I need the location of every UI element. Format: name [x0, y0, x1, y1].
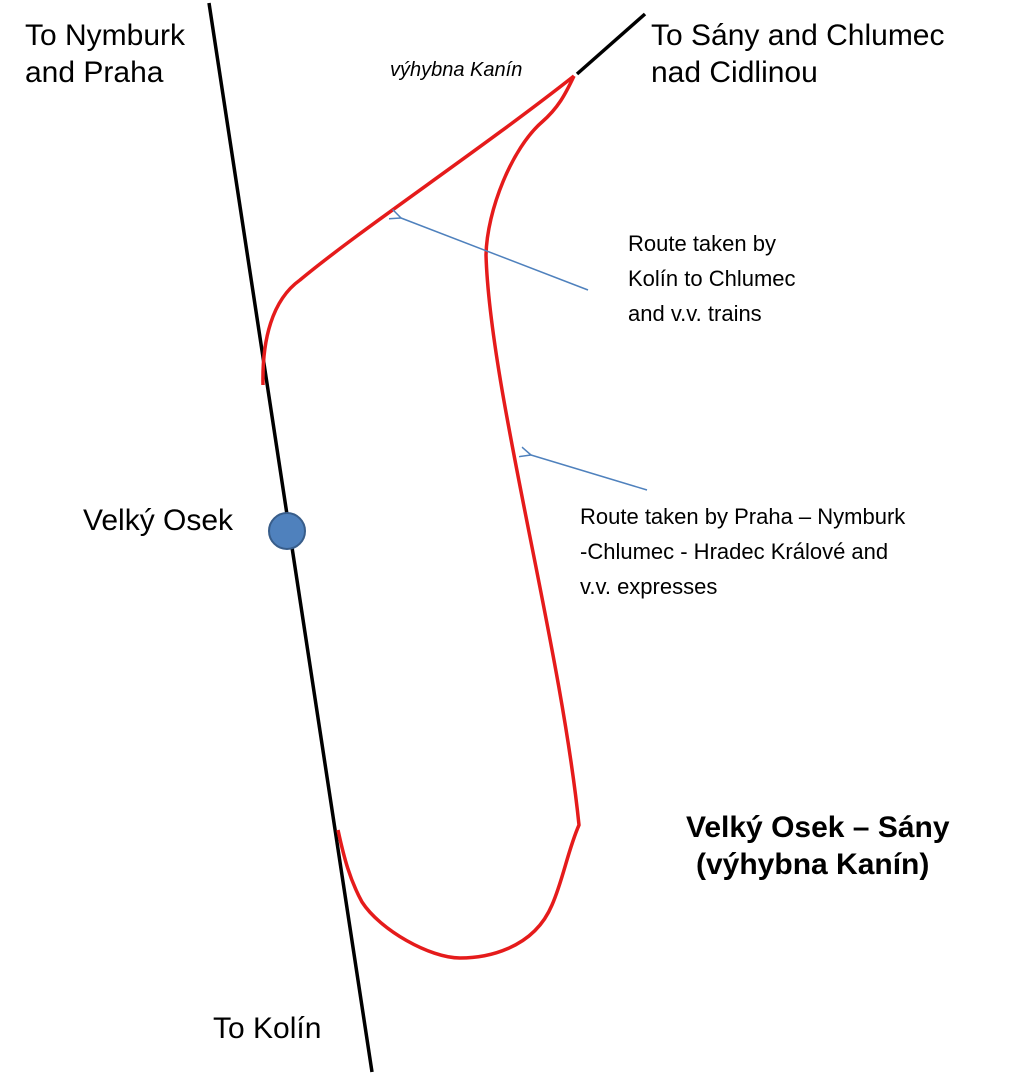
annotation-kolin-route-line3: and v.v. trains [628, 300, 762, 326]
arrow-praha-route [531, 455, 648, 491]
label-to-nymburk-line2: and Praha [25, 55, 164, 89]
annotation-kolin-route-line2: Kolín to Chlumec [628, 265, 796, 291]
label-to-nymburk-line1: To Nymburk [25, 19, 186, 52]
station-velky-osek-marker [268, 512, 306, 550]
line-to-sany [575, 12, 647, 76]
label-to-kolin: To Kolín [213, 1012, 322, 1045]
label-velky-osek: Velký Osek [83, 504, 234, 537]
annotation-kolin-route-line1: Route taken by [628, 231, 776, 256]
label-vyhybna-kanin: výhybna Kanín [390, 59, 523, 81]
annotation-praha-route: Route taken by Praha – Nymburk -Chlumec … [580, 500, 905, 604]
label-to-sany-line1: To Sány and Chlumec [651, 19, 945, 52]
label-to-sany: To Sány and Chlumec nad Cidlinou [651, 18, 945, 91]
annotation-praha-route-line3: v.v. expresses [580, 573, 718, 599]
annotation-praha-route-line1: Route taken by Praha – Nymburk [580, 504, 906, 529]
diagram-title: Velký Osek – Sány (výhybna Kanín) [686, 810, 950, 883]
annotation-kolin-route: Route taken by Kolín to Chlumec and v.v.… [628, 227, 796, 331]
label-to-nymburk: To Nymburk and Praha [25, 18, 185, 91]
arrow-kolin-route [401, 218, 589, 291]
diagram-title-line1: Velký Osek – Sány [686, 811, 950, 844]
label-to-sany-line2: nad Cidlinou [651, 55, 818, 89]
route-praha-hradec-loop [336, 75, 581, 960]
diagram-title-line2: (výhybna Kanín) [696, 847, 930, 881]
annotation-praha-route-line2: -Chlumec - Hradec Králové and [580, 538, 889, 564]
route-kolin-chlumec [261, 74, 576, 386]
